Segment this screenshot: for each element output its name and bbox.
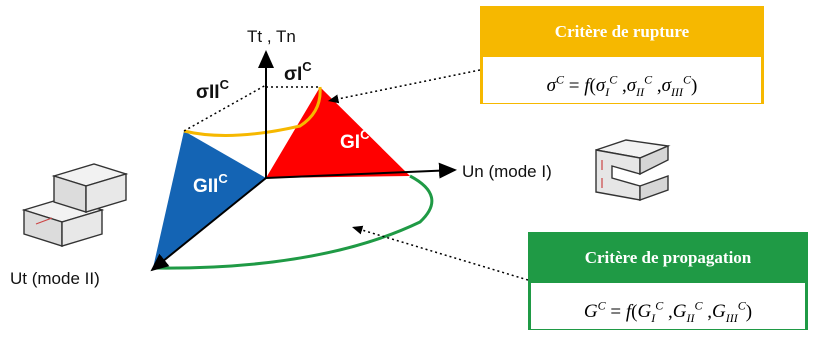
G-II-label: GIIC xyxy=(193,171,228,197)
mode-I-specimen-icon xyxy=(595,139,671,201)
rupture-criterion-title: Critère de rupture xyxy=(483,9,761,55)
mode-I-axis xyxy=(265,162,457,179)
mode-II-specimen-icon xyxy=(21,163,129,247)
mode-I-axis-label: Un (mode I) xyxy=(462,162,552,181)
rupture-envelope-curve xyxy=(183,86,322,137)
propagation-criterion-formula: GC = f(GIC ,GIIC ,GIIIC) xyxy=(531,281,805,329)
propagation-criterion-title: Critère de propagation xyxy=(531,235,805,281)
sigma-I-label: σIC xyxy=(284,59,312,85)
propagation-connector xyxy=(351,225,529,281)
sigma-II-label: σIIC xyxy=(196,77,230,103)
G-I-label: GIC xyxy=(340,127,370,153)
mode-II-axis-label: Ut (mode II) xyxy=(10,269,100,288)
propagation-envelope-curve xyxy=(152,174,434,270)
propagation-criterion-box: Critère de propagation GC = f(GIC ,GIIC … xyxy=(528,232,808,330)
triangle-mode-II xyxy=(153,131,266,268)
mode-II-axis xyxy=(150,177,267,272)
rupture-criterion-box: Critère de rupture σC = f(σIC ,σIIC ,σII… xyxy=(480,6,764,104)
rupture-connector xyxy=(327,69,481,104)
vertical-axis-label: Tt , Tn xyxy=(247,27,296,46)
triangle-mode-I xyxy=(266,87,410,178)
sigma-II-projection xyxy=(183,84,267,132)
rupture-criterion-formula: σC = f(σIC ,σIIC ,σIIIC) xyxy=(483,55,761,103)
